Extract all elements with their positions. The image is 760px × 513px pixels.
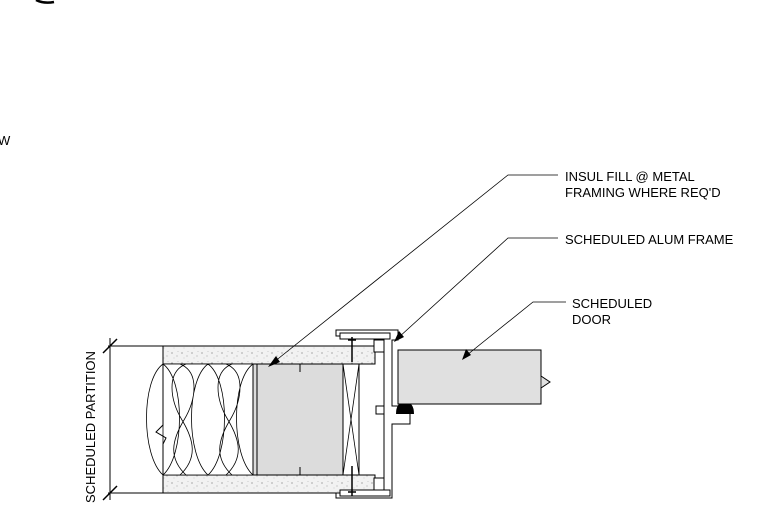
insul-fill-block	[252, 363, 344, 476]
leader-insul	[273, 174, 558, 363]
leader-arrowheads	[268, 331, 471, 367]
weatherstrip-seal	[396, 402, 414, 414]
note-insul-line2: FRAMING WHERE REQ'D	[565, 185, 721, 200]
edge-text-fragment: W	[0, 133, 11, 148]
cropped-arc-fragment	[35, 0, 55, 4]
leader-door	[466, 301, 566, 356]
door-leaf	[397, 349, 551, 405]
partition-dimension	[102, 338, 163, 501]
leader-alum-frame	[397, 237, 558, 339]
break-line	[155, 346, 167, 493]
gypsum-board-top	[162, 345, 376, 365]
batt-insulation	[146, 363, 254, 476]
partition-label: SCHEDULED PARTITION	[83, 351, 98, 503]
leader-lines	[273, 174, 566, 363]
note-door-line2: DOOR	[572, 312, 611, 327]
insulation-cavity	[162, 363, 254, 476]
note-insul-line1: INSUL FILL @ METAL	[565, 169, 695, 184]
partition-assembly	[146, 345, 376, 494]
note-alum-frame: SCHEDULED ALUM FRAME	[565, 232, 734, 247]
note-door-line1: SCHEDULED	[572, 296, 652, 311]
